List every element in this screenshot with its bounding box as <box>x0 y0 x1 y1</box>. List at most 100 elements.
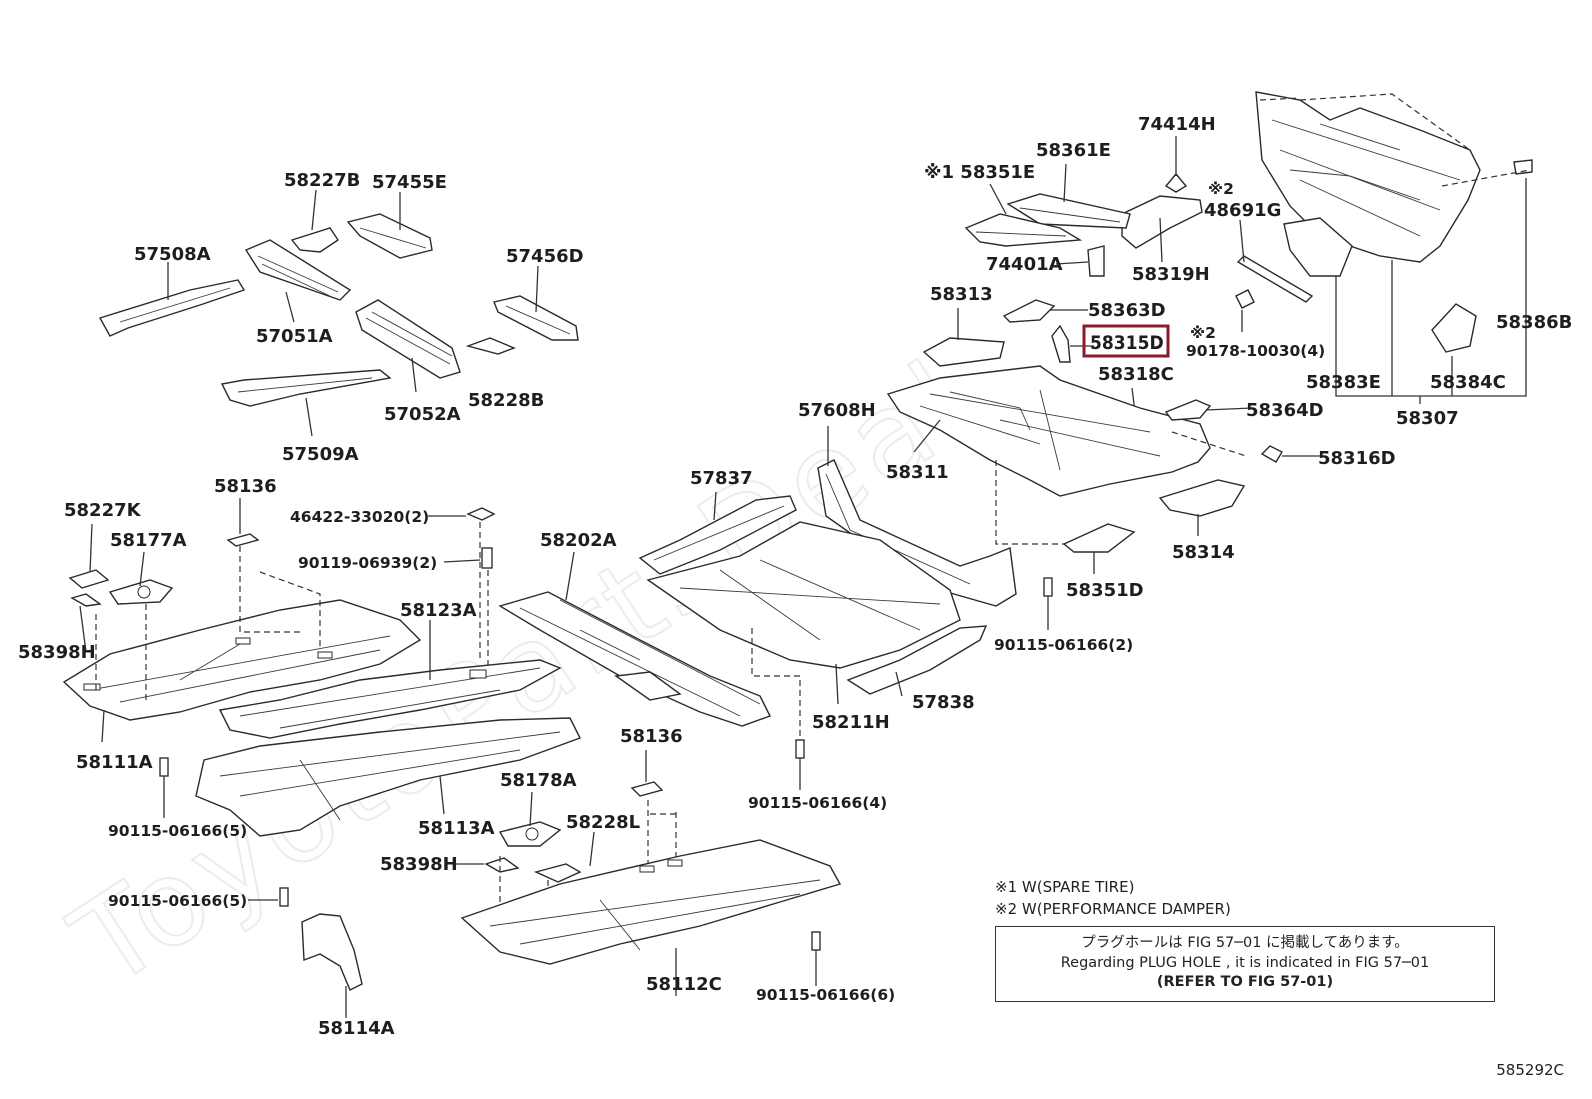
part-57455E-drawing <box>346 213 433 259</box>
part-label-58112C[interactable]: 58112C <box>646 974 722 995</box>
bolt-90115-2-drawing <box>1043 577 1053 597</box>
part-label-58318C[interactable]: 58318C <box>1098 364 1174 385</box>
part-57052A-drawing <box>355 299 461 379</box>
part-57508A-drawing <box>98 279 246 337</box>
part-58315D-drawing <box>1051 324 1071 363</box>
part-label-57051A[interactable]: 57051A <box>256 326 333 347</box>
part-label-58315D[interactable]: 58315D <box>1090 332 1164 354</box>
part-label-58202A[interactable]: 58202A <box>540 530 617 551</box>
marker-note2-90178: ※2 <box>1190 324 1216 342</box>
part-label-58319H[interactable]: 58319H <box>1132 264 1210 285</box>
part-label-58313[interactable]: 58313 <box>930 284 993 305</box>
part-label-57838[interactable]: 57838 <box>912 692 975 713</box>
plug-hole-refer-text: (REFER TO FIG 57-01) <box>1156 974 1334 990</box>
part-label-58364D[interactable]: 58364D <box>1246 400 1324 421</box>
part-58311-drawing <box>886 365 1211 497</box>
part-label-74401A[interactable]: 74401A <box>986 254 1063 275</box>
part-48691G-drawing <box>1235 255 1314 309</box>
part-label-74414H[interactable]: 74414H <box>1138 114 1216 135</box>
part-label-58384C[interactable]: 58384C <box>1430 372 1506 393</box>
part-58316D-drawing <box>1260 445 1283 463</box>
part-label-57508A[interactable]: 57508A <box>134 244 211 265</box>
part-58228L-drawing <box>533 863 582 883</box>
part-58178A-drawing <box>498 821 562 847</box>
bolt-90115-5a-drawing <box>159 757 169 777</box>
note-spare-tire: ※1 W(SPARE TIRE) <box>995 878 1135 896</box>
part-57838-drawing <box>846 625 988 695</box>
part-label-58113A[interactable]: 58113A <box>418 818 495 839</box>
part-58112C-drawing <box>460 839 842 965</box>
part-58313-drawing <box>922 337 1005 367</box>
part-label-58114A[interactable]: 58114A <box>318 1018 395 1039</box>
part-58136-a-drawing <box>226 533 260 547</box>
part-label-57456D[interactable]: 57456D <box>506 246 584 267</box>
bolt-90119-drawing <box>481 547 493 569</box>
part-label-58136-b[interactable]: 58136 <box>620 726 683 747</box>
part-label-58314[interactable]: 58314 <box>1172 542 1235 563</box>
part-label-90119[interactable]: 90119-06939(2) <box>298 554 437 572</box>
part-label-58361E[interactable]: 58361E <box>1036 140 1111 161</box>
part-label-58398H-a[interactable]: 58398H <box>18 642 96 663</box>
plug-hole-english-text: Regarding PLUG HOLE , it is indicated in… <box>1060 955 1430 971</box>
marker-note2-48691G: ※2 <box>1208 180 1234 198</box>
bolt-90115-4-drawing <box>795 739 805 759</box>
part-label-58351E[interactable]: ※1 58351E <box>924 162 1035 183</box>
part-label-90115-5a[interactable]: 90115-06166(5) <box>108 822 247 840</box>
part-label-57837[interactable]: 57837 <box>690 468 753 489</box>
note-performance-damper: ※2 W(PERFORMANCE DAMPER) <box>995 900 1231 918</box>
part-label-48691G[interactable]: 48691G <box>1204 200 1281 221</box>
part-57509A-drawing <box>220 369 392 407</box>
part-label-58178A[interactable]: 58178A <box>500 770 577 791</box>
part-58114A-drawing <box>301 913 363 991</box>
part-label-58211H[interactable]: 58211H <box>812 712 890 733</box>
part-58384C-drawing <box>1431 303 1477 353</box>
part-46422-drawing <box>466 507 496 521</box>
part-label-57509A[interactable]: 57509A <box>282 444 359 465</box>
part-57051A-drawing <box>244 239 352 301</box>
part-label-58311[interactable]: 58311 <box>886 462 949 483</box>
part-58398H-a-drawing <box>70 593 102 607</box>
part-74401A-drawing <box>1087 245 1105 277</box>
part-label-58136-a[interactable]: 58136 <box>214 476 277 497</box>
part-58228B-drawing <box>465 337 516 355</box>
part-label-58228B[interactable]: 58228B <box>468 390 544 411</box>
part-label-57455E[interactable]: 57455E <box>372 172 447 193</box>
part-58211H-drawing <box>646 521 961 669</box>
part-label-58123A[interactable]: 58123A <box>400 600 477 621</box>
part-label-58307[interactable]: 58307 <box>1396 408 1459 429</box>
part-label-58386B[interactable]: 58386B <box>1496 312 1572 333</box>
part-58319H-drawing <box>1121 195 1203 249</box>
part-label-58351D[interactable]: 58351D <box>1066 580 1144 601</box>
part-label-58228L[interactable]: 58228L <box>566 812 640 833</box>
part-58386B-drawing <box>1513 159 1533 175</box>
part-label-58316D[interactable]: 58316D <box>1318 448 1396 469</box>
part-58136-b-drawing <box>630 781 664 797</box>
part-label-57608H[interactable]: 57608H <box>798 400 876 421</box>
part-58227B-drawing <box>290 227 339 253</box>
part-label-90115-4[interactable]: 90115-06166(4) <box>748 794 887 812</box>
highlight-box-58315D <box>1082 324 1170 358</box>
part-58227K-drawing <box>68 569 110 589</box>
part-label-58177A[interactable]: 58177A <box>110 530 187 551</box>
part-57456D-drawing <box>493 295 579 341</box>
part-label-58227K[interactable]: 58227K <box>64 500 142 521</box>
part-label-90115-2[interactable]: 90115-06166(2) <box>994 636 1133 654</box>
part-label-58363D[interactable]: 58363D <box>1088 300 1166 321</box>
part-label-58398H-b[interactable]: 58398H <box>380 854 458 875</box>
part-58177A-drawing <box>108 579 174 605</box>
part-label-57052A[interactable]: 57052A <box>384 404 461 425</box>
part-58314-drawing <box>1158 479 1246 517</box>
part-58123A-drawing <box>218 659 562 739</box>
part-label-90115-5b[interactable]: 90115-06166(5) <box>108 892 247 910</box>
part-label-46422[interactable]: 46422-33020(2) <box>290 508 429 526</box>
part-label-58383E[interactable]: 58383E <box>1306 372 1381 393</box>
plug-hole-japanese-text: プラグホールは FIG 57─01 に掲載してあります。 <box>1081 935 1409 951</box>
part-58364D-drawing <box>1164 399 1212 421</box>
part-label-58111A[interactable]: 58111A <box>76 752 153 773</box>
part-label-90178[interactable]: 90178-10030(4) <box>1186 342 1325 360</box>
bolt-90115-5b-drawing <box>279 887 289 907</box>
part-label-58227B[interactable]: 58227B <box>284 170 360 191</box>
part-label-90115-6[interactable]: 90115-06166(6) <box>756 986 895 1004</box>
